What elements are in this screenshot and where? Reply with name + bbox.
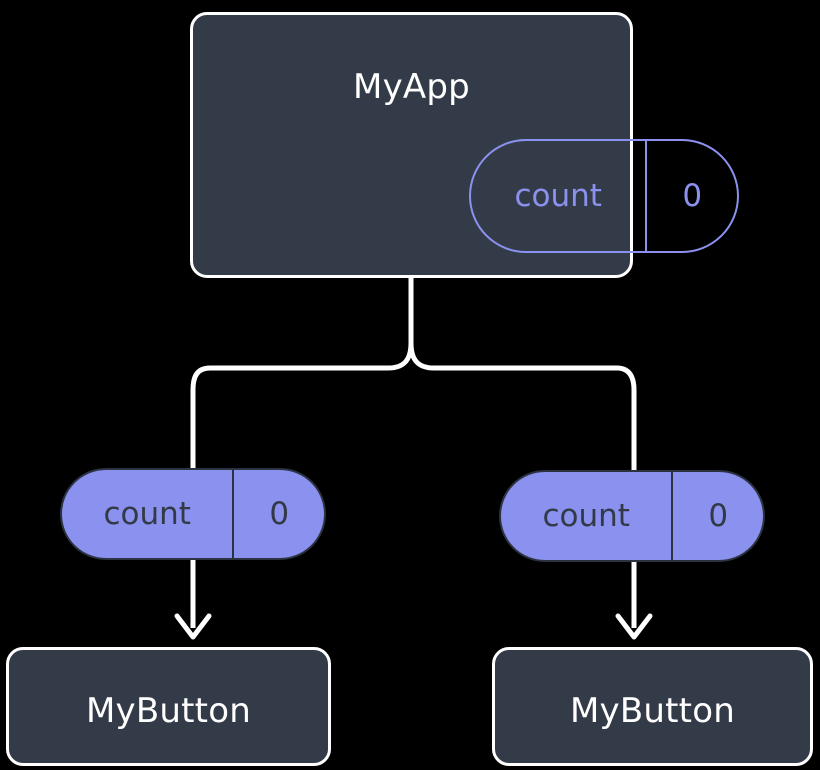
- state-pill-value: 0: [232, 470, 324, 558]
- component-node-mybutton-right-label: MyButton: [570, 691, 735, 731]
- component-node-myapp-label: MyApp: [353, 67, 470, 107]
- state-pill-value: 0: [671, 472, 763, 560]
- state-pill-key: count: [542, 498, 630, 534]
- fork-connector-path-right: [408, 275, 637, 473]
- state-pill-key: count: [103, 496, 191, 532]
- state-pill-value: 0: [645, 141, 737, 251]
- component-node-mybutton-right[interactable]: MyButton: [492, 647, 813, 766]
- fork-connector-path: [190, 275, 414, 471]
- state-pill-key: count: [514, 178, 602, 214]
- prop-arrow-left-head: [174, 613, 212, 640]
- prop-arrow-right-head: [615, 613, 653, 640]
- state-pill-child-left-count[interactable]: count 0: [60, 468, 326, 560]
- state-pill-myapp-count[interactable]: count 0: [469, 139, 739, 253]
- component-node-myapp[interactable]: MyApp count 0: [190, 12, 739, 278]
- component-node-mybutton-left[interactable]: MyButton: [6, 647, 331, 766]
- component-node-mybutton-left-label: MyButton: [86, 691, 251, 731]
- state-pill-child-right-count[interactable]: count 0: [499, 470, 765, 562]
